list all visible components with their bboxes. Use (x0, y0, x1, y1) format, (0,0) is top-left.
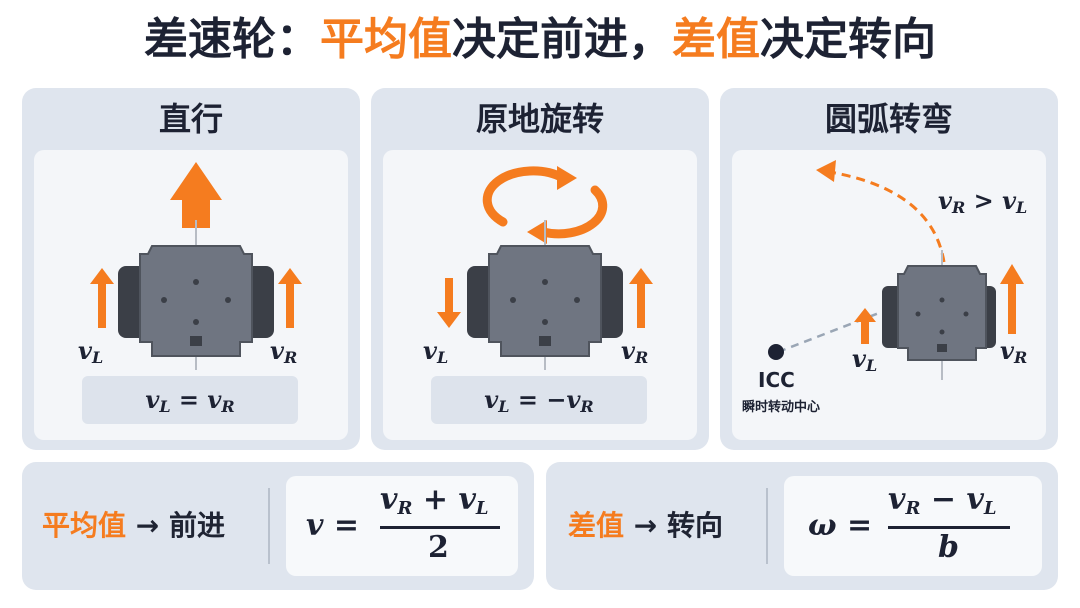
panel-canvas: vL vR vL = −vR (383, 150, 697, 440)
left-velocity-label: vL (78, 336, 104, 367)
left-velocity-label: vL (852, 344, 878, 375)
divider (766, 488, 768, 564)
formula-box: v = vR + vL 2 (286, 476, 518, 576)
average-formula-card: 平均值 → 前进 v = vR + vL 2 (22, 462, 534, 590)
straight-diagram (90, 162, 302, 370)
left-velocity-label: vL (423, 336, 449, 367)
left-wheel-arrow-icon (854, 308, 876, 344)
title-part-4: 差值 (672, 14, 760, 65)
title-part-2: 平均值 (320, 14, 452, 65)
icc-dot (768, 344, 784, 360)
robot-icon (467, 220, 623, 370)
formula-numerator: vR − vL (888, 482, 997, 519)
title-part-5: 决定转向 (760, 14, 936, 65)
formula-numerator: vR + vL (380, 482, 489, 519)
icc-description: 瞬时转动中心 (742, 400, 821, 415)
speed-condition-label: vR > vL (938, 186, 1028, 217)
panel-canvas: vR > vL vL vR ICC 瞬时转动中心 (732, 150, 1046, 440)
divider (268, 488, 270, 564)
forward-arrow-icon (170, 162, 222, 228)
arc-turn-diagram (768, 160, 1024, 380)
right-wheel-arrow-icon (1000, 264, 1024, 334)
formula-box: ω = vR − vL b (784, 476, 1042, 576)
page-title: 差速轮：平均值决定前进，差值决定转向 (0, 8, 1080, 72)
right-velocity-label: vR (621, 336, 649, 367)
panel-straight: 直行 vL vR vL = vR (22, 88, 360, 450)
arc-path (829, 170, 946, 263)
left-wheel-arrow-icon (90, 268, 114, 328)
panel-title: 直行 (158, 100, 223, 138)
title-part-3: 决定前进， (452, 14, 672, 65)
robot-icon (882, 250, 996, 380)
robot-icon (118, 220, 274, 370)
left-wheel-arrow-icon (437, 278, 461, 328)
fraction-line (380, 526, 500, 529)
panel-canvas: vL vR vL = vR (34, 150, 348, 440)
formula-denominator: 2 (428, 530, 449, 565)
rotation-arrows-icon (482, 166, 608, 239)
formula-lhs: v = (306, 508, 360, 543)
formula-denominator: b (938, 530, 959, 565)
icc-label: ICC (758, 368, 795, 392)
arc-arrowhead-icon (816, 160, 836, 182)
panel-rotate: 原地旋转 vL vR (371, 88, 709, 450)
right-velocity-label: vR (1000, 336, 1028, 367)
fraction-line (888, 526, 1010, 529)
right-wheel-arrow-icon (278, 268, 302, 328)
difference-formula-card: 差值 → 转向 ω = vR − vL b (546, 462, 1058, 590)
panel-title: 圆弧转弯 (824, 100, 953, 138)
right-velocity-label: vR (270, 336, 298, 367)
equation-box: vL = −vR (431, 376, 647, 424)
panel-arc-turn: 圆弧转弯 vR > vL vL (720, 88, 1058, 450)
equation-box: vL = vR (82, 376, 298, 424)
formula-lhs: ω = (808, 508, 873, 543)
average-tag: 平均值 → 前进 (42, 509, 225, 542)
title-part-1: 差速轮： (144, 14, 320, 65)
panel-title: 原地旋转 (475, 100, 604, 138)
difference-tag: 差值 → 转向 (568, 509, 723, 542)
rotate-diagram (437, 166, 653, 370)
right-wheel-arrow-icon (629, 268, 653, 328)
